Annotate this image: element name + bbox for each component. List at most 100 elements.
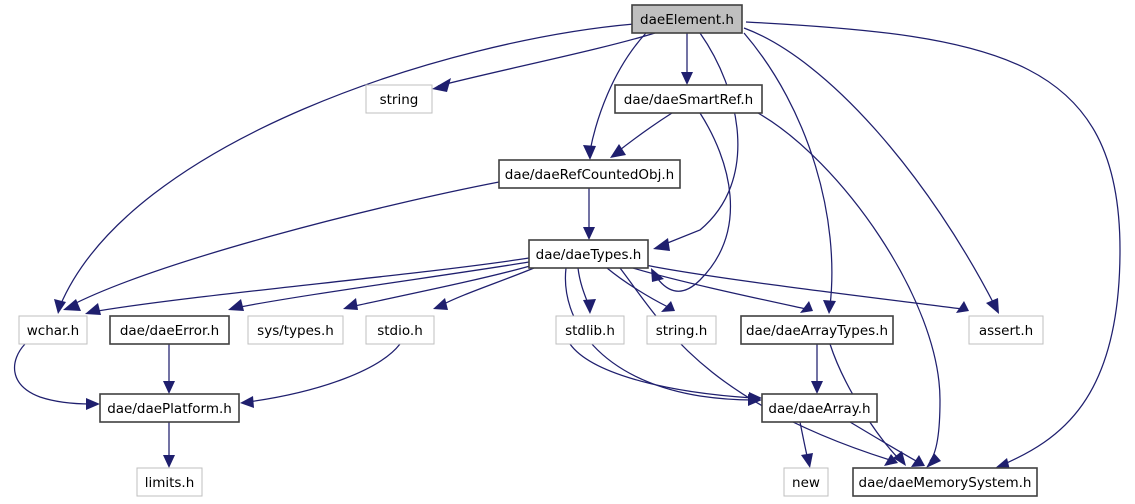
node-box-stringh[interactable] [646, 315, 717, 345]
edge-wchar-to-daePlatform [13, 343, 92, 405]
edge-daeSmartRef-to-daeTypes [654, 112, 731, 292]
edge-daeElement-to-daeMemorySystem [745, 21, 1121, 467]
edge-daeTypes-to-wchar [91, 257, 530, 313]
node-box-daeRefCountedObj[interactable] [498, 159, 681, 189]
arrowhead-daeTypes-to-wchar [85, 303, 101, 315]
node-box-stdlib[interactable] [555, 315, 625, 345]
arrowhead-daeElement-to-daeArrayTypes [823, 300, 836, 314]
node-daeMemorySystem[interactable]: dae/daeMemorySystem.h [852, 467, 1038, 497]
node-daePlatform[interactable]: dae/daePlatform.h [99, 393, 240, 423]
node-daeSmartRef[interactable]: dae/daeSmartRef.h [614, 84, 763, 114]
node-daeRefCountedObj[interactable]: dae/daeRefCountedObj.h [498, 159, 681, 189]
arrowhead-daeArray-to-daeMemorySystem [911, 455, 925, 467]
nodes-layer: daeElement.h string dae/daeSmartRef.h dae/d… [18, 4, 1044, 497]
arrowhead-daeError-to-daePlatform [163, 381, 175, 394]
node-daeArrayTypes[interactable]: dae/daeArrayTypes.h [740, 315, 894, 345]
arrowhead-daePlatform-to-limits [163, 455, 175, 468]
node-label-systypes: sys/types.h [257, 323, 334, 339]
node-box-daeArray[interactable] [761, 393, 878, 423]
arrowhead-daeTypes-to-stringh [661, 301, 675, 312]
node-box-daeElement[interactable] [631, 4, 743, 34]
node-box-daeError[interactable] [109, 315, 230, 345]
node-box-stdio[interactable] [365, 315, 435, 345]
node-limits[interactable]: limits.h [136, 467, 203, 497]
node-wchar[interactable]: wchar.h [18, 315, 88, 345]
node-box-new[interactable] [783, 467, 829, 497]
edge-daeElement-to-assert [743, 27, 996, 307]
node-label-stringh: string.h [656, 323, 708, 339]
arrowhead-daeTypes-to-stdio [433, 298, 448, 310]
node-label-daeMemorySystem: dae/daeMemorySystem.h [859, 475, 1032, 491]
edge-daeTypes-to-daeArray [564, 267, 754, 401]
node-stdio[interactable]: stdio.h [365, 315, 435, 345]
edge-daeTypes-to-stdio [439, 267, 535, 307]
node-box-daeMemorySystem[interactable] [852, 467, 1038, 497]
node-stringh[interactable]: string.h [646, 315, 717, 345]
node-label-daeElement: daeElement.h [640, 12, 734, 28]
arrowhead-daeSmartRef-to-daeMemorySystem [926, 453, 941, 468]
node-label-daePlatform: dae/daePlatform.h [107, 401, 232, 417]
arrowhead-daeTypes-to-daeMemorySystem [884, 454, 898, 466]
arrowhead-daeTypes-to-stdlib [583, 299, 596, 314]
arrowhead-daeElement-to-daeTypes [653, 238, 670, 251]
node-label-limits: limits.h [145, 475, 195, 491]
arrowhead-daeArray-to-new [801, 453, 813, 468]
arrowhead-daeTypes-to-systypes [343, 298, 358, 310]
node-box-systypes[interactable] [247, 315, 344, 345]
node-box-limits[interactable] [136, 467, 203, 497]
node-box-daeArrayTypes[interactable] [740, 315, 894, 345]
edge-daeSmartRef-to-daeRefCountedObj [615, 112, 673, 154]
node-label-wchar: wchar.h [27, 323, 79, 339]
edge-stdlib-to-daeArray [569, 343, 754, 399]
node-label-daeRefCountedObj: dae/daeRefCountedObj.h [505, 167, 674, 183]
edge-daeArray-to-daeMemorySystem [849, 421, 919, 463]
node-box-wchar[interactable] [18, 315, 88, 345]
edge-daeTypes-to-assert [644, 264, 963, 310]
edge-daeTypes-to-daeMemorySystem [619, 267, 891, 461]
edge-daeElement-to-string [437, 32, 656, 87]
node-systypes[interactable]: sys/types.h [247, 315, 344, 345]
arrowhead-stdio-to-daePlatform [240, 396, 254, 408]
node-label-new: new [792, 475, 820, 491]
node-label-daeSmartRef: dae/daeSmartRef.h [624, 92, 753, 108]
arrowhead-daeSmartRef-to-daeRefCountedObj [610, 144, 626, 158]
node-box-string[interactable] [365, 84, 433, 114]
edge-daeTypes-to-stringh [606, 267, 669, 308]
node-label-assert: assert.h [979, 323, 1033, 339]
node-box-assert[interactable] [968, 315, 1044, 345]
arrowhead-daeRefCountedObj-to-daeTypes [583, 227, 595, 240]
node-box-daePlatform[interactable] [99, 393, 240, 423]
arrowhead-daeArrayTypes-to-daeMemorySystem [893, 451, 906, 466]
node-daeElement[interactable]: daeElement.h [631, 4, 743, 34]
node-new[interactable]: new [783, 467, 829, 497]
node-stdlib[interactable]: stdlib.h [555, 315, 625, 345]
node-daeArray[interactable]: dae/daeArray.h [761, 393, 878, 423]
arrowhead-daeTypes-to-assert [956, 301, 969, 313]
node-box-daeTypes[interactable] [528, 239, 649, 269]
edge-daeTypes-to-daeError [234, 261, 530, 309]
node-daeError[interactable]: dae/daeError.h [109, 315, 230, 345]
node-label-stdlib: stdlib.h [565, 323, 615, 339]
node-daeTypes[interactable]: dae/daeTypes.h [528, 239, 649, 269]
arrowhead-daeElement-to-wchar [54, 299, 66, 314]
edge-stdio-to-daePlatform [247, 343, 401, 403]
arrowhead-daeElement-to-assert [986, 298, 999, 314]
edge-daeTypes-to-systypes [349, 265, 531, 308]
edge-daeElement-to-daeRefCountedObj [589, 32, 647, 152]
node-box-daeSmartRef[interactable] [614, 84, 763, 114]
edge-daeTypes-to-daeArrayTypes [632, 267, 807, 310]
arrowhead-daeTypes-to-daeError [228, 299, 244, 311]
node-label-stdio: stdio.h [377, 323, 423, 339]
edge-daeSmartRef-to-daeMemorySystem [757, 112, 941, 462]
edge-daeElement-to-wchar [59, 23, 635, 307]
node-string[interactable]: string [365, 84, 433, 114]
arrowhead-daeArrayTypes-to-daeArray [811, 381, 823, 394]
arrowhead-stdlib-to-daeArray [748, 392, 762, 404]
edge-daeElement-to-daeTypes [659, 32, 739, 247]
edge-daeElement-to-daeArrayTypes [743, 32, 833, 307]
node-label-daeArray: dae/daeArray.h [768, 401, 870, 417]
node-assert[interactable]: assert.h [968, 315, 1044, 345]
arrowhead-daeElement-to-daeMemorySystem [994, 458, 1010, 470]
